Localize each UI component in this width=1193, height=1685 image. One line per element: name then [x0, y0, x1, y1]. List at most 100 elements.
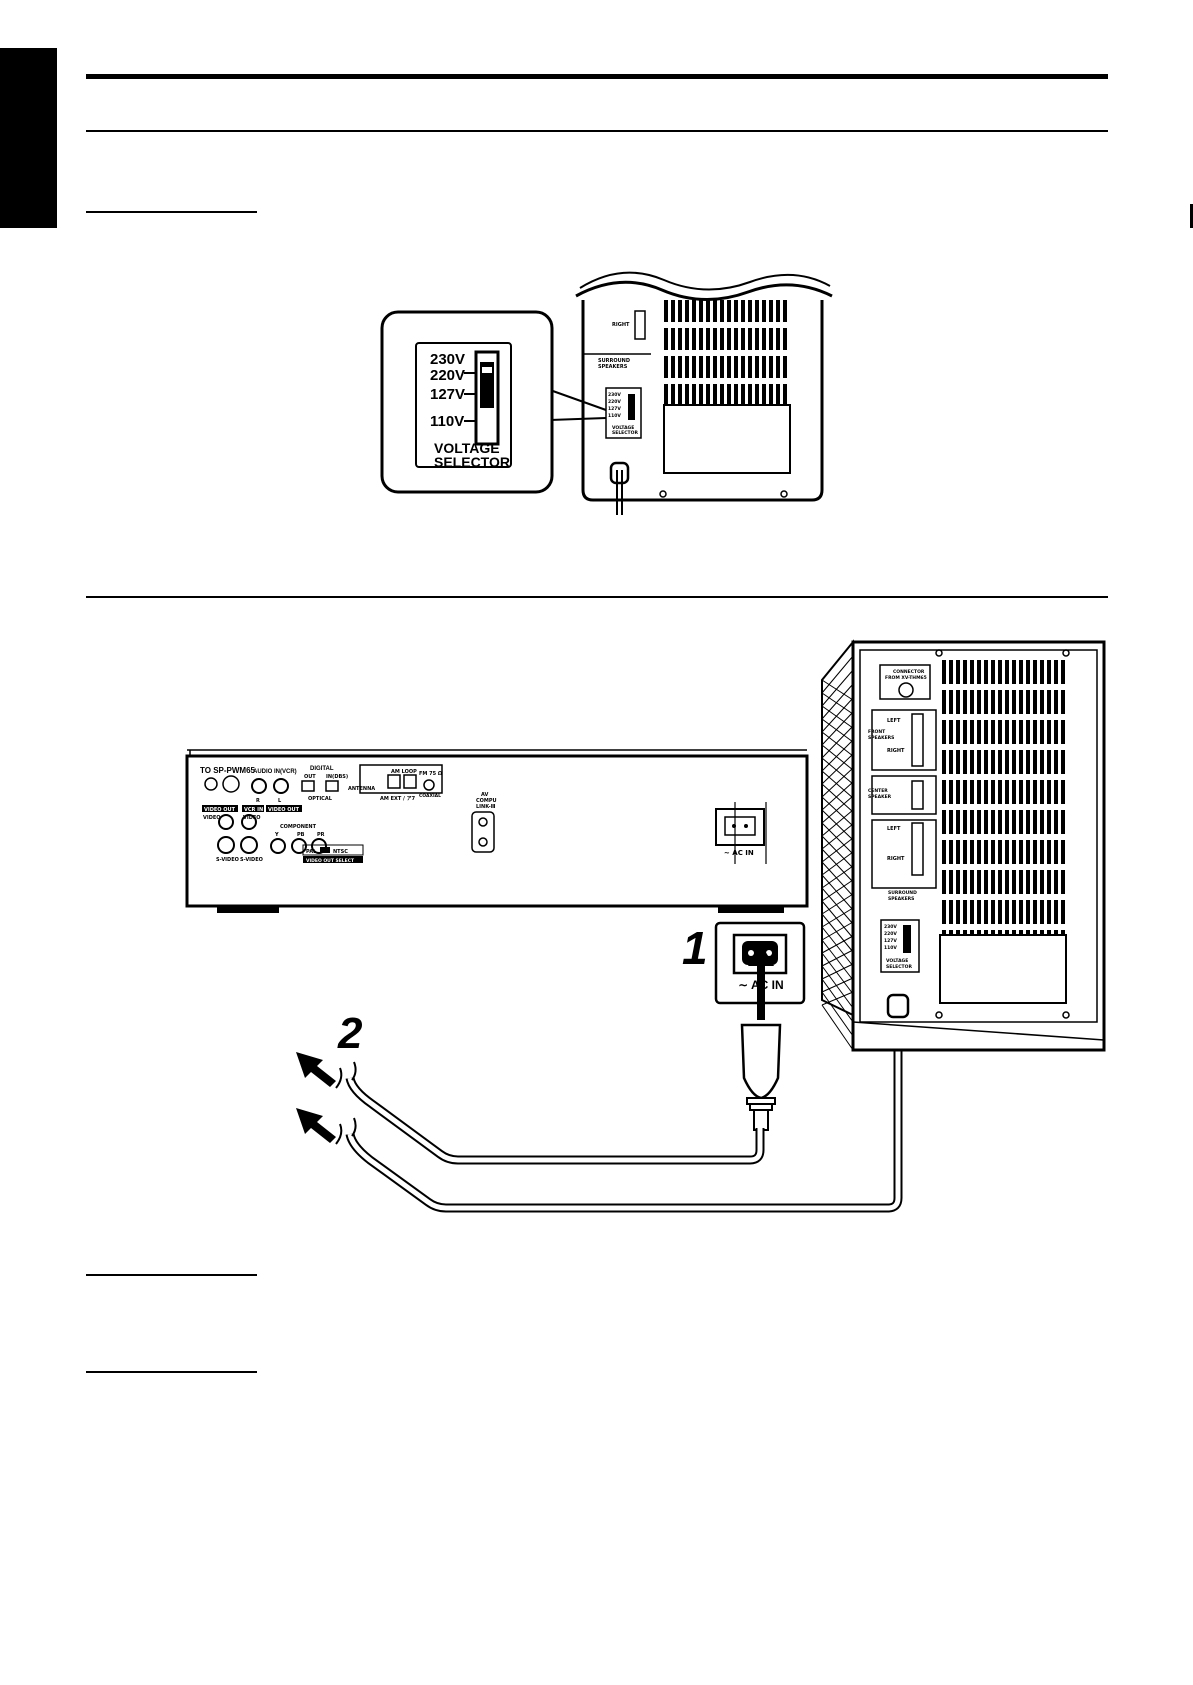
grille-slot: [1061, 720, 1065, 744]
grille-slot: [699, 300, 703, 322]
grille-slot: [720, 384, 724, 406]
grille-slot: [706, 328, 710, 350]
grille-slot: [734, 384, 738, 406]
mesh-line: [821, 809, 854, 837]
mesh-line: [821, 837, 854, 863]
grille-slot: [685, 356, 689, 378]
grille-slot: [956, 780, 960, 804]
mesh-line: [821, 767, 854, 798]
grille-slot: [755, 384, 759, 406]
grille-slot: [692, 300, 696, 322]
sub-right-voltage-label-1: VOLTAGE: [886, 958, 908, 964]
grille-slot: [727, 384, 731, 406]
mesh-line: [821, 977, 854, 993]
grille-slot: [956, 840, 960, 864]
volt-option-label: 127V: [608, 406, 621, 412]
grille-slot: [727, 356, 731, 378]
grille-slot: [1047, 750, 1051, 774]
mesh-line: [821, 753, 854, 785]
grille-slot: [977, 660, 981, 684]
grille-slot: [664, 328, 668, 350]
grille-slot: [970, 840, 974, 864]
sub-top-right-label: RIGHT: [612, 322, 630, 328]
grille-slot: [1026, 720, 1030, 744]
surround-right-label: RIGHT: [887, 856, 905, 862]
grille-slot: [942, 660, 946, 684]
grille-slot: [956, 870, 960, 894]
grille-slot: [970, 690, 974, 714]
mesh-line: [821, 731, 854, 757]
grille-slot: [713, 300, 717, 322]
grille-slot: [1026, 780, 1030, 804]
voltage-option-127: 127V: [430, 386, 465, 403]
grille-slot: [998, 750, 1002, 774]
am-loop-label: AM LOOP: [391, 769, 417, 775]
grille-slot: [727, 300, 731, 322]
grille-slot: [1019, 750, 1023, 774]
grille-slot: [1012, 780, 1016, 804]
grille-slot: [984, 900, 988, 924]
grille-slot: [664, 384, 668, 406]
grille-slot: [984, 780, 988, 804]
grille-slot: [942, 750, 946, 774]
subwoofer-rear-right: CONNECTOR FROM XV-THM65 LEFT FRONT SPEAK…: [821, 639, 1106, 1052]
grille-slot: [956, 720, 960, 744]
video-out-label: VIDEO OUT: [204, 807, 236, 813]
mesh-line: [821, 921, 854, 941]
grille-slot: [949, 690, 953, 714]
grille-slot: [1005, 840, 1009, 864]
grille-slot: [963, 810, 967, 834]
grille-slot: [671, 356, 675, 378]
voltage-selector-panel: 230V 220V 127V 110V VOLTAGE SELECTOR: [380, 310, 554, 494]
grille-slot: [998, 690, 1002, 714]
grille-slot: [727, 328, 731, 350]
grille-slot: [970, 660, 974, 684]
grille-slot: [755, 356, 759, 378]
volt-option-label: 110V: [884, 945, 897, 951]
video-out-select-label: VIDEO OUT SELECT: [306, 858, 355, 864]
grille-slot: [1033, 900, 1037, 924]
av-label-2: COMPU: [476, 798, 497, 804]
connector-label-1: CONNECTOR: [893, 669, 925, 675]
grille-slot: [699, 384, 703, 406]
video-label: VIDEO: [203, 815, 221, 821]
grille-slot: [776, 356, 780, 378]
mesh-line: [821, 705, 854, 729]
volt-option-label: 230V: [608, 392, 621, 398]
grille-slot: [706, 384, 710, 406]
ntsc-label: NTSC: [333, 849, 348, 855]
grille-slot: [1026, 660, 1030, 684]
surround-label-2: SPEAKERS: [888, 896, 914, 902]
mesh-line: [821, 1004, 854, 1051]
grille-slot: [762, 328, 766, 350]
grille-slot: [984, 810, 988, 834]
grille-slot: [1054, 900, 1058, 924]
optical-label: OPTICAL: [308, 796, 333, 802]
grille-slot: [713, 328, 717, 350]
grille-slot: [1047, 900, 1051, 924]
grille-slot: [942, 810, 946, 834]
grille-slot: [1012, 720, 1016, 744]
grille-slot: [1026, 690, 1030, 714]
grille-slot: [692, 384, 696, 406]
mesh-line: [821, 952, 854, 995]
grille-slot: [685, 384, 689, 406]
mesh-line: [821, 991, 854, 1037]
ac-in-callout: ∼ AC IN 1 2: [337, 802, 806, 1131]
grille-slot: [685, 328, 689, 350]
grille-slot: [685, 300, 689, 322]
mesh-line: [821, 781, 854, 811]
grille-slot: [755, 328, 759, 350]
grille-slot: [991, 780, 995, 804]
grille-slot: [692, 328, 696, 350]
grille-slot: [664, 300, 668, 322]
connector-label-2: FROM XV-THM65: [885, 675, 927, 681]
grille-slot: [1005, 690, 1009, 714]
grille-slot: [956, 810, 960, 834]
grille-slot: [984, 660, 988, 684]
grille-slot: [1005, 870, 1009, 894]
mesh-line: [821, 851, 854, 876]
av-label-1: AV: [481, 792, 489, 798]
front-left-label: LEFT: [887, 718, 901, 724]
language-tab: [0, 48, 57, 228]
